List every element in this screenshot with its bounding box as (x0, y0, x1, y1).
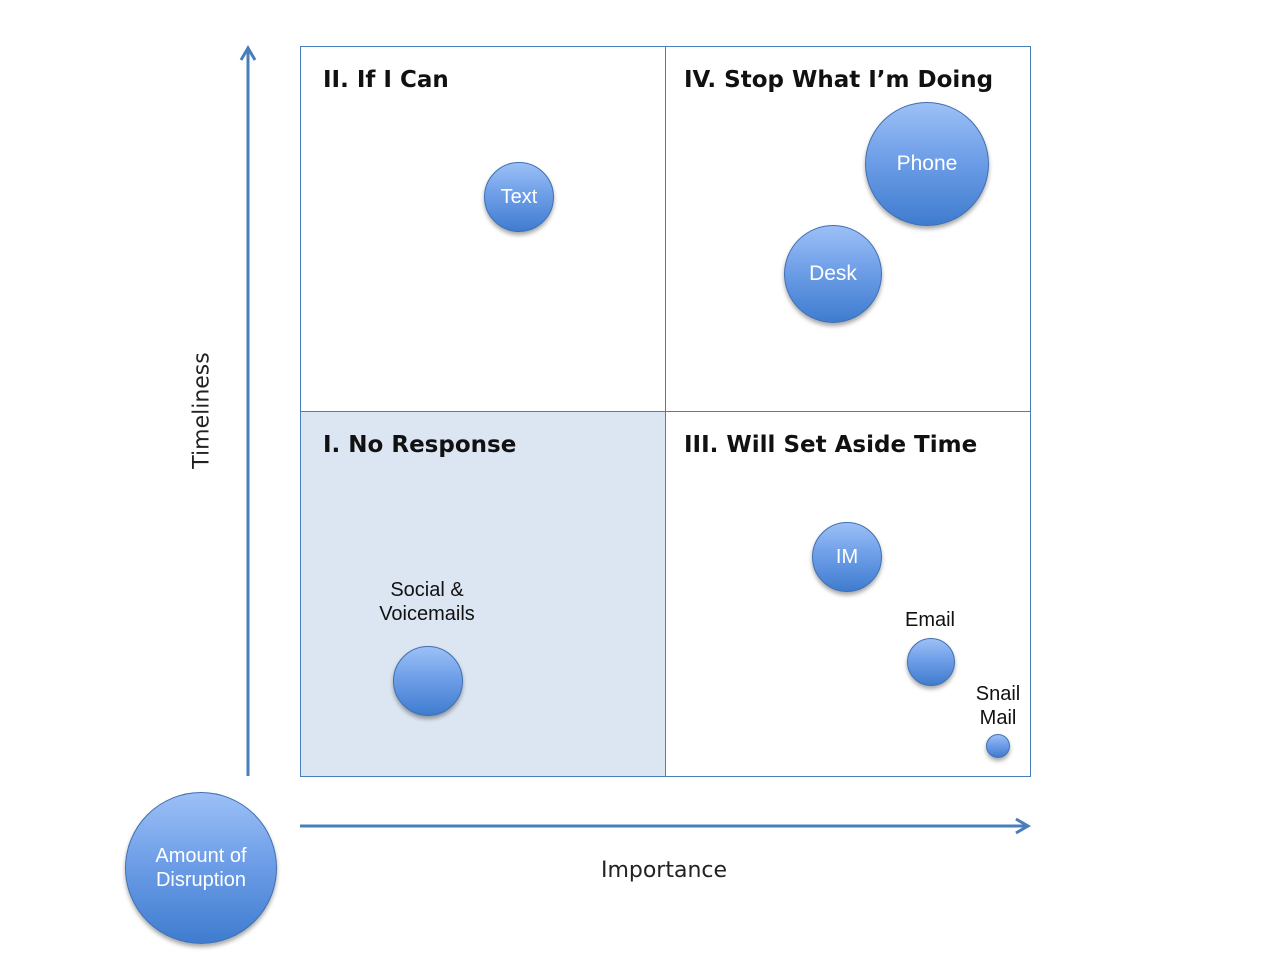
bubble-snail-mail (986, 734, 1010, 758)
quadrant-i: I. No Response (300, 411, 666, 777)
bubble-im: IM (812, 522, 882, 592)
label-snail-mail: Snail Mail (975, 683, 1021, 729)
quadrant-title: III. Will Set Aside Time (684, 432, 978, 458)
quadrant-title: IV. Stop What I’m Doing (684, 67, 994, 93)
bubble-text: Text (484, 162, 554, 232)
bubble-social-voicemails (393, 646, 463, 716)
bubble-phone: Phone (865, 102, 989, 226)
x-axis-label: Importance (600, 858, 728, 883)
label-social-voicemails: Social & Voicemails (379, 579, 475, 625)
legend-bubble-amount-of-disruption: Amount of Disruption (125, 792, 277, 944)
quadrant-title: I. No Response (323, 432, 517, 458)
quadrant-ii: II. If I Can (300, 46, 666, 412)
y-axis-label: Timeliness (189, 352, 215, 469)
label-email: Email (904, 609, 955, 631)
quadrant-title: II. If I Can (323, 67, 449, 93)
quadrant-iii: III. Will Set Aside Time (665, 411, 1031, 777)
quadrant-iv: IV. Stop What I’m Doing (665, 46, 1031, 412)
bubble-desk: Desk (784, 225, 882, 323)
bubble-email (907, 638, 955, 686)
